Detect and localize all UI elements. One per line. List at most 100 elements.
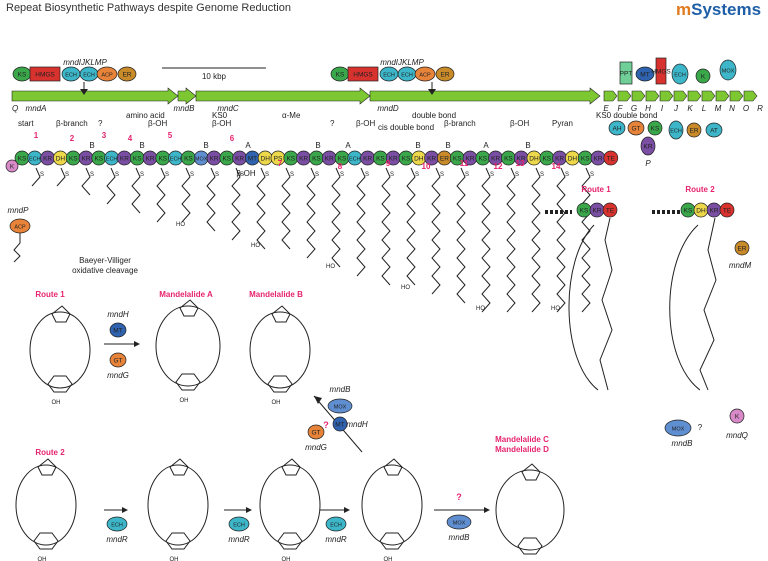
polyketide-chain — [331, 167, 341, 268]
domain-label: ECH — [111, 523, 123, 529]
domain-ks: KS — [334, 150, 350, 166]
domain-shape — [327, 398, 353, 414]
gene-label-mndb: mndB — [672, 439, 694, 448]
domain-label: KS — [504, 156, 513, 163]
gene-body — [11, 87, 179, 105]
domain-hmgs: HMGS — [347, 66, 379, 82]
polyketide-chain — [206, 167, 216, 232]
domain-label: GT — [113, 358, 122, 365]
domain-label: KS — [133, 156, 142, 163]
domain-ks: KS — [680, 202, 696, 218]
domain-kr: KR — [640, 136, 656, 156]
domain-k: K — [695, 68, 711, 84]
domain-shape — [602, 202, 618, 218]
domain-label: KR — [643, 144, 652, 151]
polyketide-chain — [156, 167, 166, 223]
domain-label: AT — [710, 128, 718, 135]
gene-arrow-small — [603, 90, 618, 102]
gene-label-mndh: mndH — [107, 310, 129, 319]
mandelalide-a-structure: OH — [155, 299, 221, 404]
domain-ech: ECH — [325, 516, 347, 532]
gene-label-mndd: mndD — [377, 104, 399, 113]
domain-label: PS — [274, 156, 283, 163]
domain-ks: KS — [309, 150, 324, 166]
polyketide-chain — [106, 167, 116, 205]
domain-kr: KR — [321, 150, 337, 166]
polyketide-chain — [231, 167, 241, 241]
module-annotation: amino acid — [126, 111, 165, 120]
domain-label: K — [10, 164, 15, 171]
domain-shape — [106, 516, 128, 532]
thf-ring — [271, 305, 291, 323]
domain-label: KR — [389, 156, 398, 163]
domain-ech: ECH — [104, 150, 119, 166]
gene-label-k: K — [687, 104, 693, 113]
module-annotation: Pyran — [552, 119, 573, 128]
macrolide-ring — [155, 305, 221, 387]
thioester-s: S — [440, 172, 444, 178]
domain-label: KS — [402, 156, 411, 163]
figure-header: Repeat Biosynthetic Pathways despite Gen… — [6, 2, 291, 14]
thp-ring — [33, 532, 59, 550]
domain-kr: KR — [360, 150, 375, 166]
module-number: 1 — [34, 131, 39, 140]
thioester-s: S — [265, 172, 269, 178]
domain-ech: ECH — [379, 66, 399, 82]
module-number: 14 — [552, 162, 561, 171]
macrolide-ring — [15, 464, 77, 546]
domain-er: ER — [686, 122, 702, 138]
cluster-label-1: mndIJKLMP — [63, 58, 107, 67]
domain-ks: KS — [501, 150, 516, 166]
domain-shape — [109, 352, 127, 368]
msystems-logo: mSystems — [676, 0, 762, 19]
gene-label-q: Q — [12, 104, 18, 113]
gene-label-mndc: mndC — [217, 104, 239, 113]
domain-label: ECH — [349, 157, 361, 163]
domain-label: DH — [56, 156, 66, 163]
thioester-s: S — [465, 172, 469, 178]
domain-label: KS — [580, 208, 589, 215]
domain-label: MT — [113, 328, 122, 335]
domain-label: ACP — [14, 225, 26, 231]
question-mark: ? — [456, 492, 462, 502]
module-number: 9 — [386, 159, 391, 168]
mandelalide-c-title: Mandelalide C — [495, 435, 549, 444]
domain-er: ER — [734, 240, 750, 256]
gene-label-mndr: mndR — [228, 535, 250, 544]
domain-label: TE — [606, 208, 615, 215]
domain-kr: KR — [462, 150, 478, 166]
gene-label-mndg: mndG — [107, 371, 129, 380]
domain-label: ECH — [83, 73, 95, 79]
domain-label: ECH — [674, 73, 686, 79]
domain-label: KS — [158, 156, 167, 163]
arrow-head — [122, 507, 128, 513]
module-number: 10 — [422, 162, 431, 171]
module-number: 2 — [70, 134, 75, 143]
polyketide-chain — [306, 167, 316, 259]
domain-shape — [734, 240, 750, 256]
gene-label-mndb-route2: mndB — [449, 533, 471, 542]
domain-shape — [647, 120, 663, 136]
module-annotation: β-OH — [356, 119, 375, 128]
gene-label-mndh-bottom: mndH — [346, 420, 368, 429]
hydroxyl: HO — [251, 243, 260, 249]
domain-label: DH — [696, 208, 706, 215]
domain-label: ER — [689, 128, 698, 135]
domain-shape — [719, 202, 735, 218]
hydroxyl: HO — [326, 264, 335, 270]
polyketide-chain — [406, 167, 416, 286]
domain-shape — [668, 120, 684, 140]
thf-ring — [169, 458, 189, 476]
polyketide-chain — [431, 167, 441, 295]
domain-shape — [686, 122, 702, 138]
domain-label: ECH — [383, 73, 395, 79]
gene-label-mndr: mndR — [325, 535, 347, 544]
domain-label: ER — [737, 246, 746, 253]
domain-kr: KR — [206, 150, 222, 166]
gene-arrow — [177, 87, 197, 105]
hydroxyl: OH — [170, 557, 179, 561]
domain-ks: KS — [577, 150, 593, 166]
domain-k: K — [729, 408, 745, 424]
polyketide-chain — [456, 167, 466, 304]
